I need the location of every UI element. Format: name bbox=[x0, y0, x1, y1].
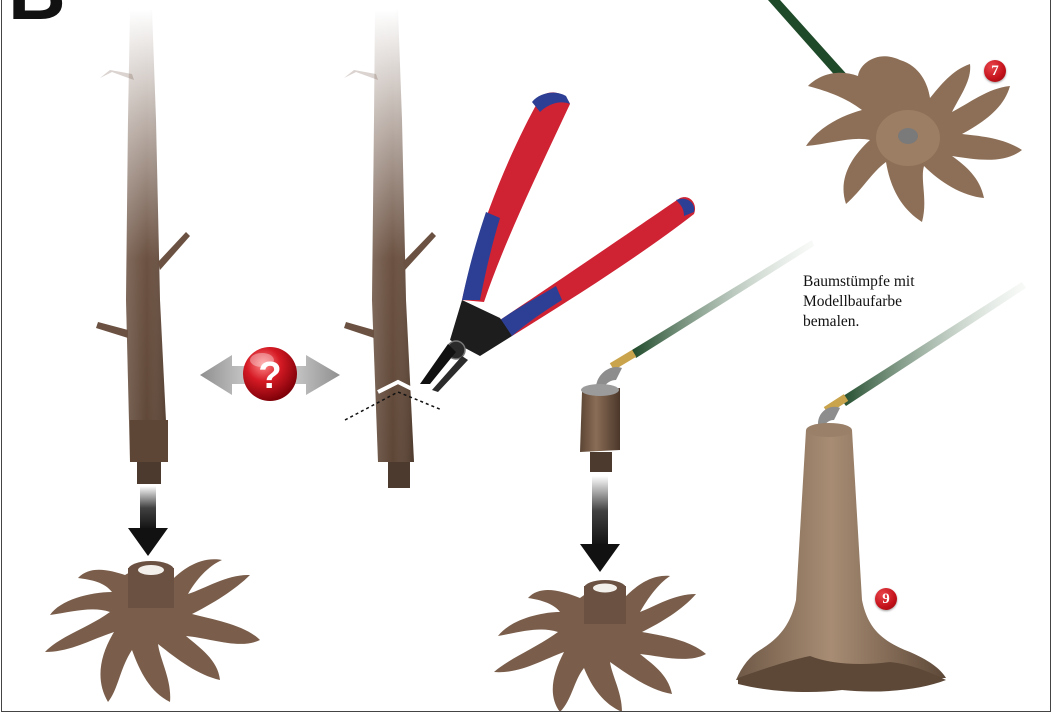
step-badge-9: 9 bbox=[875, 588, 897, 610]
caption-text: Baumstümpfe mit Modellbaufarbe bemalen. bbox=[803, 272, 1003, 332]
step-letter: B bbox=[8, 0, 66, 32]
step-badge-7: 7 bbox=[984, 60, 1006, 82]
